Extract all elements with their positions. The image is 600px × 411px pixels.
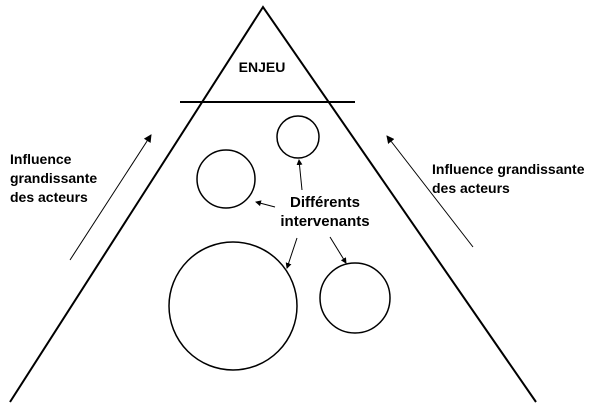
actor-circle-small <box>276 115 320 159</box>
left-influence-arrow <box>69 134 152 261</box>
apex-label: ENJEU <box>239 59 286 75</box>
pointer-to-small-circle <box>296 159 303 191</box>
pyramid-outline <box>9 5 537 403</box>
actor-circle-medium <box>196 149 256 209</box>
right-note-line2: des acteurs <box>432 180 510 196</box>
left-note-line3: des acteurs <box>10 189 88 205</box>
actor-circle-large <box>168 241 298 371</box>
center-label-line1: Différents <box>290 194 360 211</box>
pointer-to-medium-circle <box>255 200 276 208</box>
pointer-to-large-circle <box>285 237 298 269</box>
left-note-line2: grandissante <box>10 170 97 186</box>
left-note-line1: Influence <box>10 151 72 167</box>
right-influence-arrow <box>386 135 474 248</box>
center-label-line2: intervenants <box>280 213 369 230</box>
pointer-to-right-circle <box>329 236 347 264</box>
right-note-line1: Influence grandissante <box>432 161 585 177</box>
actor-circle-right <box>319 262 391 334</box>
